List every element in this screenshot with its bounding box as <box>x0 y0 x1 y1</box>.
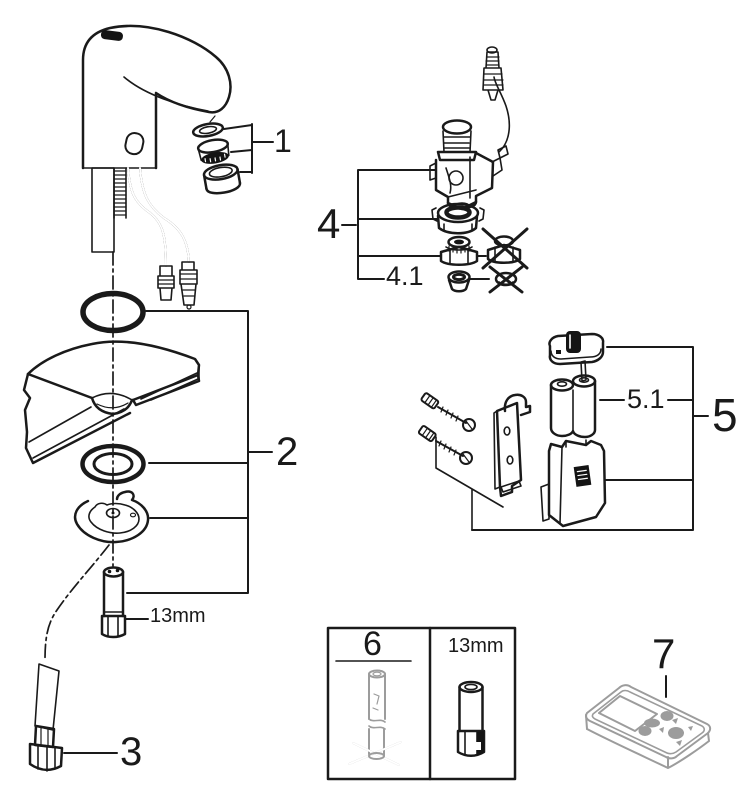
socket-size-label-box: 13mm <box>448 635 504 657</box>
callout-4: 4 <box>317 200 341 247</box>
callout-5: 5 <box>712 389 738 441</box>
aerator-housing <box>202 163 242 195</box>
aerator-washer <box>191 122 225 138</box>
valve-cable <box>493 76 511 153</box>
sensor-slot <box>100 30 123 41</box>
battery-5-1 <box>549 374 597 439</box>
countertop-section <box>22 340 201 465</box>
mounting-bracket-plate <box>493 393 532 498</box>
socket-13mm-tool <box>456 680 486 757</box>
callout-1-bracket <box>223 123 274 174</box>
crossed-out-nut <box>481 227 529 270</box>
socket-size-label: 13mm <box>150 605 206 627</box>
o-ring <box>80 290 146 334</box>
aerator-insert <box>196 138 230 164</box>
centerline <box>44 251 114 661</box>
cable-connector-large <box>179 261 198 310</box>
battery-box-lid <box>548 331 605 382</box>
mounting-key-tool <box>348 669 402 766</box>
callout-5-1: 5.1 <box>627 384 665 414</box>
callout-5-bracket <box>471 346 709 531</box>
remote-control <box>585 675 712 769</box>
callout-6: 6 <box>363 625 382 663</box>
callout-4-bracket <box>341 169 490 280</box>
tool-box <box>326 626 517 781</box>
union-nut <box>431 202 485 235</box>
faucet-body <box>81 24 232 170</box>
callout-2-bracket <box>126 310 273 594</box>
threaded-stud <box>100 566 149 639</box>
check-valve-nut <box>439 235 479 266</box>
aerator-parts <box>191 122 274 195</box>
solenoid-valve <box>429 46 511 211</box>
callout-1: 1 <box>274 123 292 159</box>
wall-anchors-screws <box>417 392 504 531</box>
friction-washer <box>80 443 146 485</box>
battery-box <box>540 439 607 528</box>
remote-screen <box>598 695 658 732</box>
callout-4-1: 4.1 <box>386 261 424 291</box>
callout-2: 2 <box>276 430 299 474</box>
crossed-out-seal <box>488 265 524 294</box>
valve-plug-connector <box>482 46 504 101</box>
seal-4-1 <box>447 270 471 293</box>
sensor-window <box>124 132 145 156</box>
callout-7: 7 <box>652 630 676 677</box>
faucet-hoses <box>91 167 198 310</box>
horseshoe-retainer-plate <box>73 490 150 544</box>
callout-3: 3 <box>120 730 143 774</box>
cable-connector-small <box>157 265 175 301</box>
supply-hose <box>28 663 118 772</box>
